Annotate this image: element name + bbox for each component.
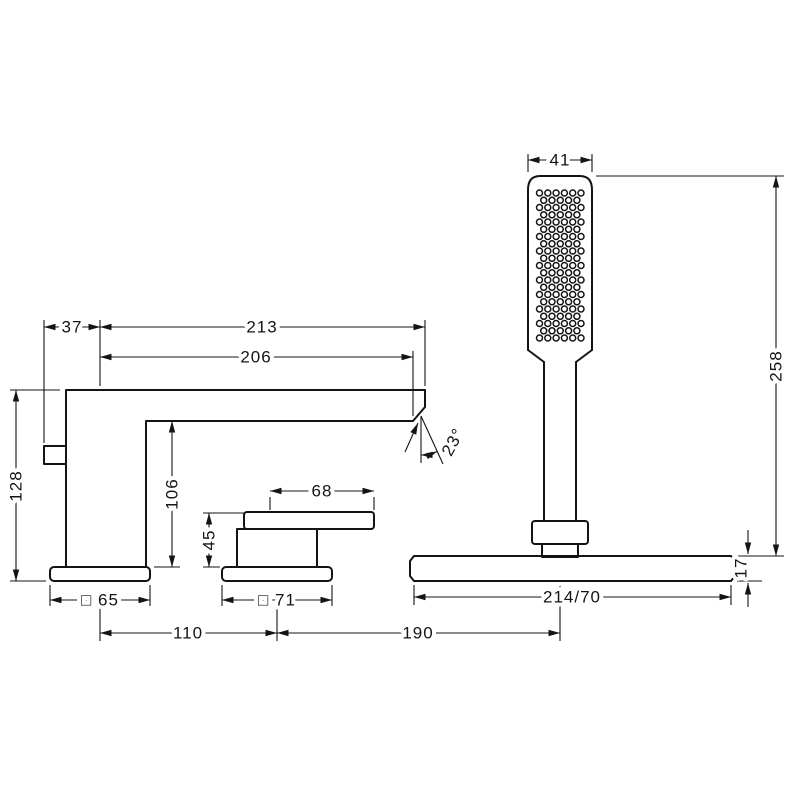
spout-body bbox=[65, 389, 426, 568]
spout-angle-annotation bbox=[404, 415, 444, 465]
dimension-labels: 37 213 206 128 106 45 68 □ 65 □ 71 110 1… bbox=[3, 147, 790, 647]
spout-escutcheon-plate bbox=[49, 566, 151, 582]
dim-spout-projection: 206 bbox=[240, 348, 271, 367]
handle-escutcheon-plate bbox=[221, 566, 333, 582]
dim-plate-height: 17 bbox=[732, 558, 751, 579]
dim-spout-escutcheon: □ 65 bbox=[81, 591, 119, 610]
dimension-lines bbox=[12, 156, 780, 637]
handle-body bbox=[236, 528, 318, 568]
spray-dots bbox=[535, 189, 585, 342]
angle-leader bbox=[404, 422, 419, 453]
dim-spout-height: 128 bbox=[7, 470, 26, 501]
dim-plate-length: 214/70 bbox=[543, 588, 601, 607]
dim-handshower-width: 41 bbox=[550, 151, 571, 170]
extension-lines bbox=[10, 154, 784, 641]
dim-spout-offset: 37 bbox=[62, 318, 83, 337]
angle-arc bbox=[420, 450, 438, 460]
dim-handshower-height: 258 bbox=[767, 350, 786, 381]
dim-handle-lever-length: 68 bbox=[312, 482, 333, 501]
mounting-plate bbox=[409, 555, 736, 582]
dim-spout-projection-total: 213 bbox=[246, 318, 277, 337]
dim-handle-escutcheon: □ 71 bbox=[258, 591, 296, 610]
dim-spacing-spout-handle: 110 bbox=[173, 624, 203, 643]
dim-spacing-handle-shower: 190 bbox=[402, 624, 433, 643]
angle-ref-slanted bbox=[420, 415, 444, 465]
spout-outline bbox=[43, 389, 426, 582]
dim-spout-clearance: 106 bbox=[163, 478, 182, 509]
handshower-outline bbox=[409, 175, 736, 582]
dim-spout-angle: 23° bbox=[438, 425, 468, 459]
handle-lever bbox=[243, 511, 375, 530]
dim-handle-height: 45 bbox=[200, 530, 219, 551]
handshower-wand bbox=[527, 175, 593, 522]
spout-side-connector bbox=[43, 445, 67, 465]
handle-outline bbox=[221, 511, 375, 582]
handshower-holder bbox=[531, 520, 589, 545]
